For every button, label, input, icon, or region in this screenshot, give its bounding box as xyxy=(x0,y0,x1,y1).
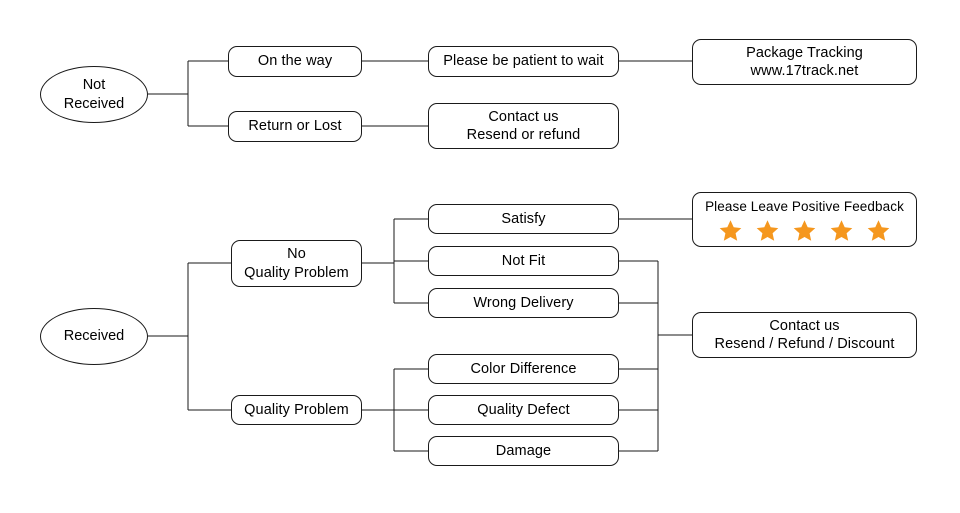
node-contact-resend-refund-line1: Contact us xyxy=(488,108,559,125)
node-wrong-delivery-label: Wrong Delivery xyxy=(473,294,574,311)
star-icon xyxy=(867,220,890,241)
node-damage[interactable]: Damage xyxy=(428,436,619,466)
node-package-tracking[interactable]: Package Tracking www.17track.net xyxy=(692,39,917,85)
star-icon xyxy=(719,220,742,241)
node-contact-resend-refund-line2: Resend or refund xyxy=(466,127,581,143)
star-icon xyxy=(756,220,779,241)
node-package-tracking-url: www.17track.net xyxy=(750,63,859,79)
node-contact-resend-refund-discount-line2: Resend / Refund / Discount xyxy=(714,336,895,352)
node-quality-problem[interactable]: Quality Problem xyxy=(231,395,362,425)
node-quality-defect-label: Quality Defect xyxy=(477,401,570,418)
node-quality-defect[interactable]: Quality Defect xyxy=(428,395,619,425)
node-return-or-lost[interactable]: Return or Lost xyxy=(228,111,362,142)
star-rating[interactable] xyxy=(718,219,891,243)
node-please-be-patient[interactable]: Please be patient to wait xyxy=(428,46,619,77)
node-color-difference-label: Color Difference xyxy=(470,360,577,377)
node-on-the-way[interactable]: On the way xyxy=(228,46,362,77)
node-no-quality-problem[interactable]: No Quality Problem xyxy=(231,240,362,287)
node-not-received-line1: Not xyxy=(82,76,106,93)
node-package-tracking-line1: Package Tracking xyxy=(746,44,863,61)
node-contact-resend-refund[interactable]: Contact us Resend or refund xyxy=(428,103,619,149)
node-positive-feedback[interactable]: Please Leave Positive Feedback xyxy=(692,192,917,247)
node-damage-label: Damage xyxy=(495,442,552,459)
node-not-received[interactable]: Not Received xyxy=(40,66,148,123)
node-satisfy-label: Satisfy xyxy=(501,210,546,227)
star-icon xyxy=(830,220,853,241)
node-contact-resend-refund-discount-line1: Contact us xyxy=(769,317,840,334)
node-on-the-way-label: On the way xyxy=(257,53,333,70)
node-not-fit-label: Not Fit xyxy=(501,252,546,269)
node-no-quality-problem-line1: No xyxy=(287,246,306,263)
node-quality-problem-label: Quality Problem xyxy=(244,401,349,418)
node-positive-feedback-title: Please Leave Positive Feedback xyxy=(705,199,904,214)
node-not-received-line2: Received xyxy=(63,95,125,112)
node-wrong-delivery[interactable]: Wrong Delivery xyxy=(428,288,619,318)
node-received[interactable]: Received xyxy=(40,308,148,365)
node-satisfy[interactable]: Satisfy xyxy=(428,204,619,234)
node-return-or-lost-label: Return or Lost xyxy=(248,118,342,135)
node-no-quality-problem-line2: Quality Problem xyxy=(244,264,349,281)
node-color-difference[interactable]: Color Difference xyxy=(428,354,619,384)
node-received-line1: Received xyxy=(63,328,125,345)
node-not-fit[interactable]: Not Fit xyxy=(428,246,619,276)
node-contact-resend-refund-discount[interactable]: Contact us Resend / Refund / Discount xyxy=(692,312,917,358)
node-please-be-patient-label: Please be patient to wait xyxy=(443,53,604,70)
star-icon xyxy=(793,220,816,241)
